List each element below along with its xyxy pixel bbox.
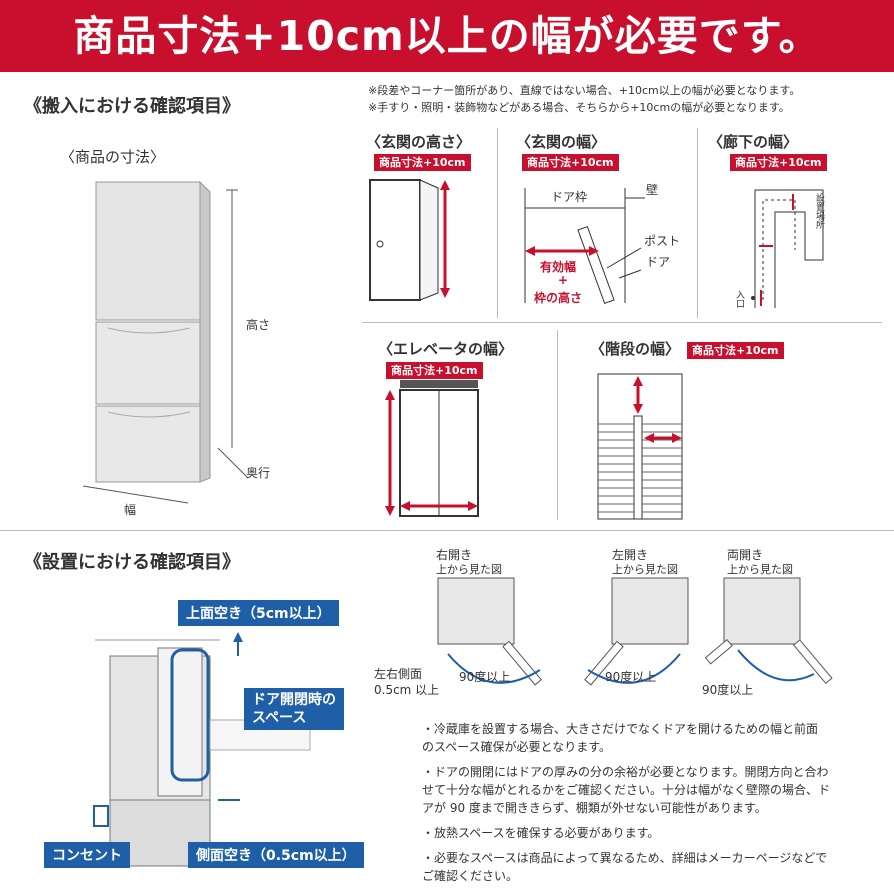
page-banner: 商品寸法+10cm以上の幅が必要です。 (0, 0, 894, 72)
double-open-sub: 上から見た図 (727, 563, 793, 576)
left-open-sub: 上から見た図 (612, 563, 678, 576)
frame-height-label: 枠の高さ (534, 291, 583, 305)
post-label: ポスト (644, 234, 681, 248)
left-open-diagram (584, 577, 689, 686)
side-gap-line-1: 左右側面 (374, 667, 423, 681)
left-open-angle: 90度以上 (605, 670, 657, 684)
elevator-width-tag: 商品寸法+10cm (386, 362, 483, 379)
divider (557, 330, 558, 520)
effective-width-label: 有効幅 (540, 260, 577, 274)
door-space-line-1: ドア開閉時の (252, 692, 336, 708)
wall-label: 壁 (646, 183, 659, 197)
product-width-label: 幅 (124, 503, 137, 517)
corridor-width-title: 〈廊下の幅〉 (708, 133, 799, 151)
left-open-title: 左開き (612, 548, 649, 562)
stairs-diagram (597, 373, 683, 520)
stairs-width-tag: 商品寸法+10cm (687, 342, 784, 359)
product-height-label: 高さ (246, 318, 271, 332)
install-section-title: 《設置における確認項目》 (24, 552, 240, 573)
product-depth-label: 奥行 (246, 466, 271, 480)
install-note: 放熱スペースを確保する必要があります。 (422, 824, 830, 842)
double-open-diagram (704, 577, 833, 685)
elevator-diagram (385, 380, 479, 517)
door-space-label: ドア開閉時の スペース (244, 688, 344, 730)
side-clearance-label: 側面空き（0.5cm以上） (188, 842, 364, 868)
carry-in-note-1: ※段差やコーナー箇所があり、直線ではない場合、+10cm以上の幅が必要となります… (368, 84, 801, 97)
corridor-diagram (751, 189, 824, 308)
install-note: 冷蔵庫を設置する場合、大きさだけでなくドアを開けるための幅と前面のスペース確保が… (422, 720, 830, 756)
door-space-line-2: スペース (252, 710, 307, 726)
install-note: ドアの開閉にはドアの厚みの分の余裕が必要となります。開閉方向と合わせて十分な幅が… (422, 763, 830, 817)
door-frame-label: ドア枠 (551, 190, 588, 204)
door-label: ドア (646, 255, 671, 269)
divider (362, 322, 882, 323)
right-open-title: 右開き (436, 548, 473, 562)
entrance-height-title: 〈玄関の高さ〉 (366, 133, 472, 151)
divider (697, 128, 698, 318)
entrance-width-tag: 商品寸法+10cm (522, 154, 619, 171)
entrance-door-illustration (369, 179, 450, 301)
carry-in-section-title: 《搬入における確認項目》 (24, 96, 240, 117)
product-size-title: 〈商品の寸法〉 (60, 148, 166, 166)
stairs-width-title: 〈階段の幅〉 (590, 340, 681, 358)
entrance-height-tag: 商品寸法+10cm (374, 154, 471, 171)
entrance-width-title: 〈玄関の幅〉 (516, 133, 607, 151)
entrance-label: 入口 (734, 290, 744, 308)
install-illustration (93, 632, 311, 867)
outlet-label: コンセント (44, 842, 130, 868)
top-clearance-label: 上面空き（5cm以上） (178, 600, 339, 626)
right-open-diagram (437, 577, 542, 686)
carry-in-note-2: ※手すり・照明・装飾物などがある場合、そちらから+10cmの幅が必要となります。 (368, 101, 790, 114)
side-gap-line-2: 0.5cm 以上 (374, 683, 440, 697)
install-place-label: 設置場所 (814, 193, 824, 229)
section-divider (0, 530, 894, 531)
double-open-title: 両開き (727, 548, 764, 562)
install-note: 必要なスペースは商品によって異なるため、詳細はメーカーページなどでご確認ください… (422, 849, 830, 885)
right-open-sub: 上から見た図 (436, 563, 502, 576)
double-open-angle: 90度以上 (702, 683, 754, 697)
right-open-angle: 90度以上 (459, 670, 511, 684)
fridge-illustration (82, 180, 249, 504)
entrance-width-diagram (524, 188, 645, 304)
divider (497, 128, 498, 318)
corridor-width-tag: 商品寸法+10cm (730, 154, 827, 171)
install-notes-list: 冷蔵庫を設置する場合、大きさだけでなくドアを開けるための幅と前面のスペース確保が… (422, 720, 830, 892)
elevator-width-title: 〈エレベータの幅〉 (378, 340, 514, 358)
plus-label: + (558, 273, 569, 287)
